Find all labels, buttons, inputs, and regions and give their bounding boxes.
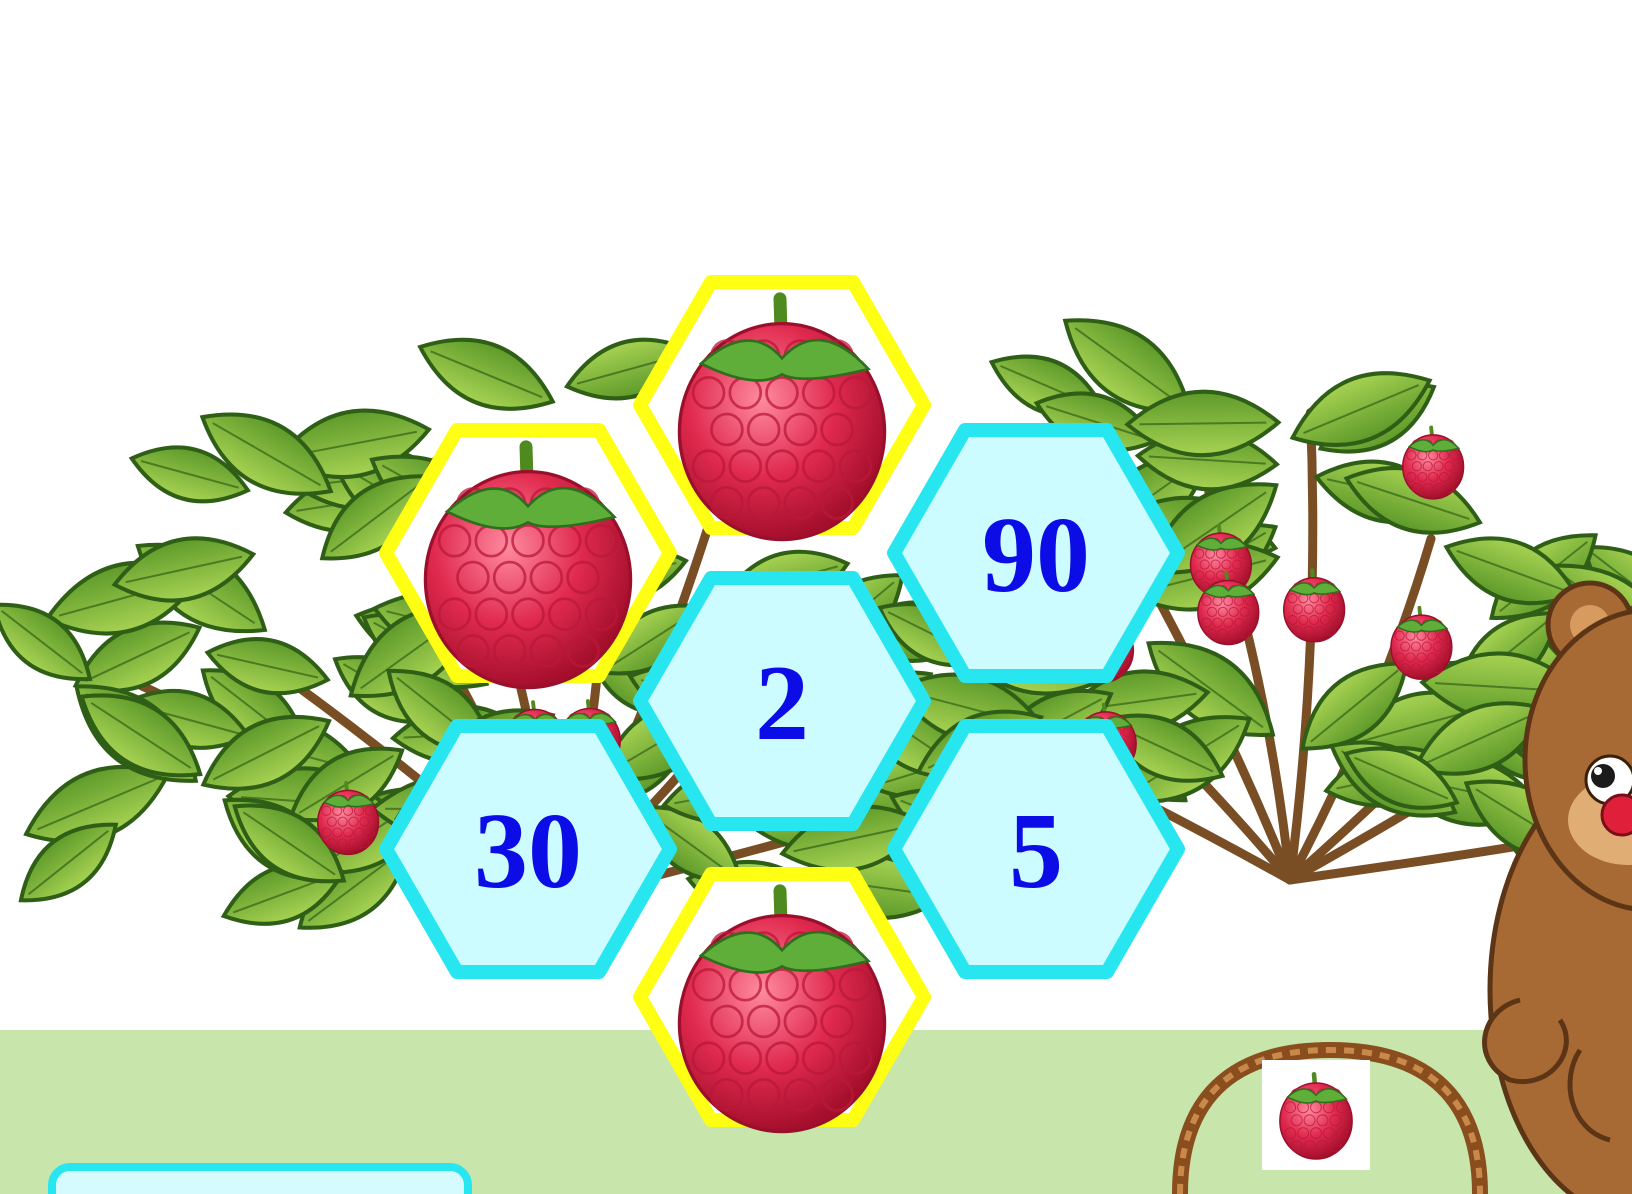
hex-tile-upper-left[interactable] <box>379 423 677 690</box>
raspberry-icon <box>1279 1072 1353 1160</box>
raspberry-icon <box>677 292 887 542</box>
hex-tile-lower-right[interactable]: 5 <box>887 719 1185 979</box>
basket-icon <box>1172 1041 1488 1194</box>
bear-character[interactable] <box>1482 580 1632 1194</box>
answer-box[interactable] <box>48 1163 472 1194</box>
hex-tile-lower-left[interactable]: 30 <box>379 719 677 979</box>
hex-tile-center[interactable]: 2 <box>633 571 931 831</box>
raspberry-icon <box>677 884 887 1134</box>
tile-number: 90 <box>982 496 1090 615</box>
hex-tile-bottom[interactable] <box>633 867 931 1134</box>
tile-number: 30 <box>474 792 582 911</box>
hex-tile-top[interactable] <box>633 275 931 542</box>
raspberry-icon <box>423 440 633 690</box>
hex-tile-upper-right[interactable]: 90 <box>887 423 1185 683</box>
tile-number: 5 <box>1009 792 1063 911</box>
tile-number: 2 <box>755 644 809 763</box>
